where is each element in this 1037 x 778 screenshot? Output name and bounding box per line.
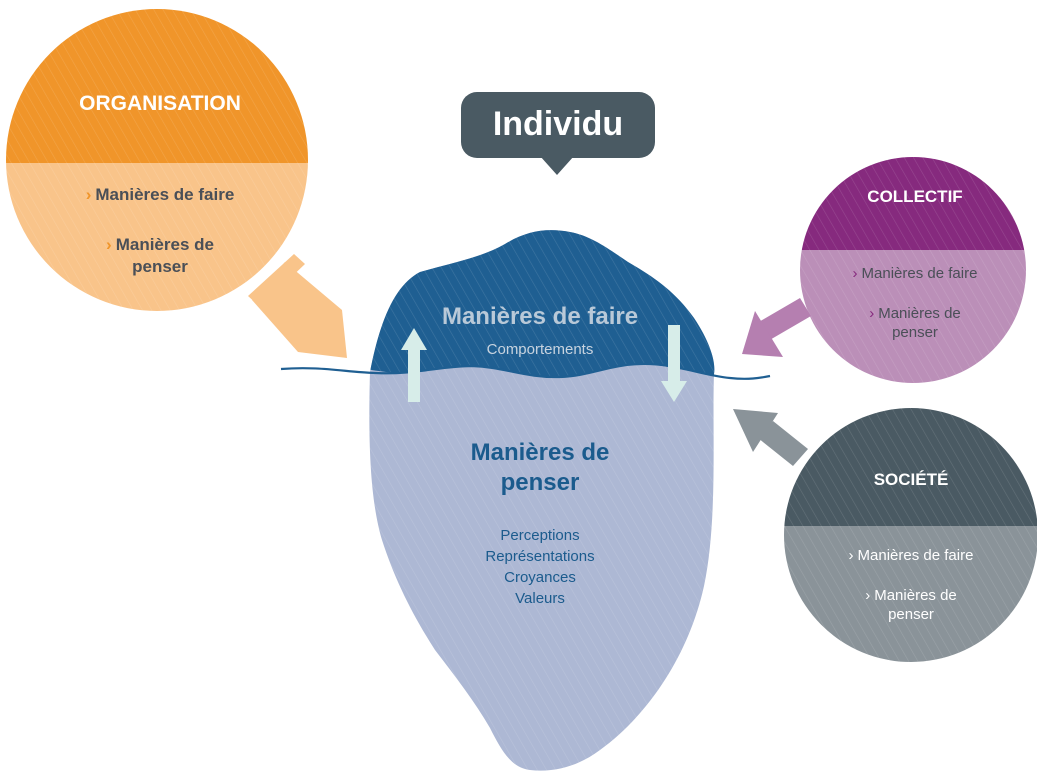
chevron-right-icon: › (869, 305, 875, 322)
chevron-right-icon: › (848, 547, 854, 564)
societe-arrow (733, 409, 808, 466)
societe-item-penser-label-2: penser (888, 606, 934, 623)
water-line (280, 362, 771, 380)
chevron-right-icon: › (106, 235, 112, 254)
iceberg-base-item: Croyances (504, 569, 576, 586)
societe-circle (784, 408, 1037, 662)
iceberg-tip-title: Manières de faire (441, 303, 639, 330)
societe-item-faire-label: Manières de faire (857, 547, 974, 564)
collectif-item-penser-label-2: penser (892, 324, 938, 341)
organisation-item-faire-label: Manières de faire (95, 185, 235, 204)
collectif-title: COLLECTIF (867, 187, 963, 206)
iceberg-base-title-line2: penser (500, 469, 580, 496)
collectif-arrow (742, 298, 811, 357)
iceberg-base-list: Perceptions Représentations Croyances Va… (440, 525, 640, 609)
iceberg-base-title: Manières de penser (430, 438, 650, 498)
societe-item-penser-label-1: Manières de (874, 587, 957, 604)
up-arrow (401, 328, 427, 402)
organisation-item-penser-label-1: Manières de (115, 235, 214, 254)
collectif-item-faire: ›Manières de faire (815, 264, 1015, 284)
iceberg-tip-subtitle: Comportements (486, 341, 594, 358)
organisation-item-penser: ›Manières de penser (40, 234, 280, 278)
iceberg-base-item: Perceptions (500, 527, 580, 544)
iceberg-base-item: Représentations (485, 548, 595, 565)
individu-bubble (461, 92, 655, 175)
iceberg-base-item: Valeurs (515, 590, 565, 607)
chevron-right-icon: › (852, 265, 858, 282)
iceberg-base-title-line1: Manières de (470, 439, 610, 466)
chevron-right-icon: › (865, 587, 871, 604)
collectif-item-penser-label-1: Manières de (878, 305, 961, 322)
down-arrow (661, 325, 687, 402)
individu-title: Individu (492, 105, 624, 143)
societe-item-penser: ›Manières de penser (811, 586, 1011, 624)
organisation-title: ORGANISATION (79, 92, 241, 115)
chevron-right-icon: › (85, 185, 92, 204)
collectif-item-penser: ›Manières de penser (815, 304, 1015, 342)
collectif-item-faire-label: Manières de faire (861, 265, 978, 282)
societe-item-faire: ›Manières de faire (801, 546, 1021, 566)
organisation-item-penser-label-2: penser (132, 257, 188, 276)
organisation-item-faire: ›Manières de faire (40, 184, 280, 206)
societe-title: SOCIÉTÉ (873, 470, 949, 489)
